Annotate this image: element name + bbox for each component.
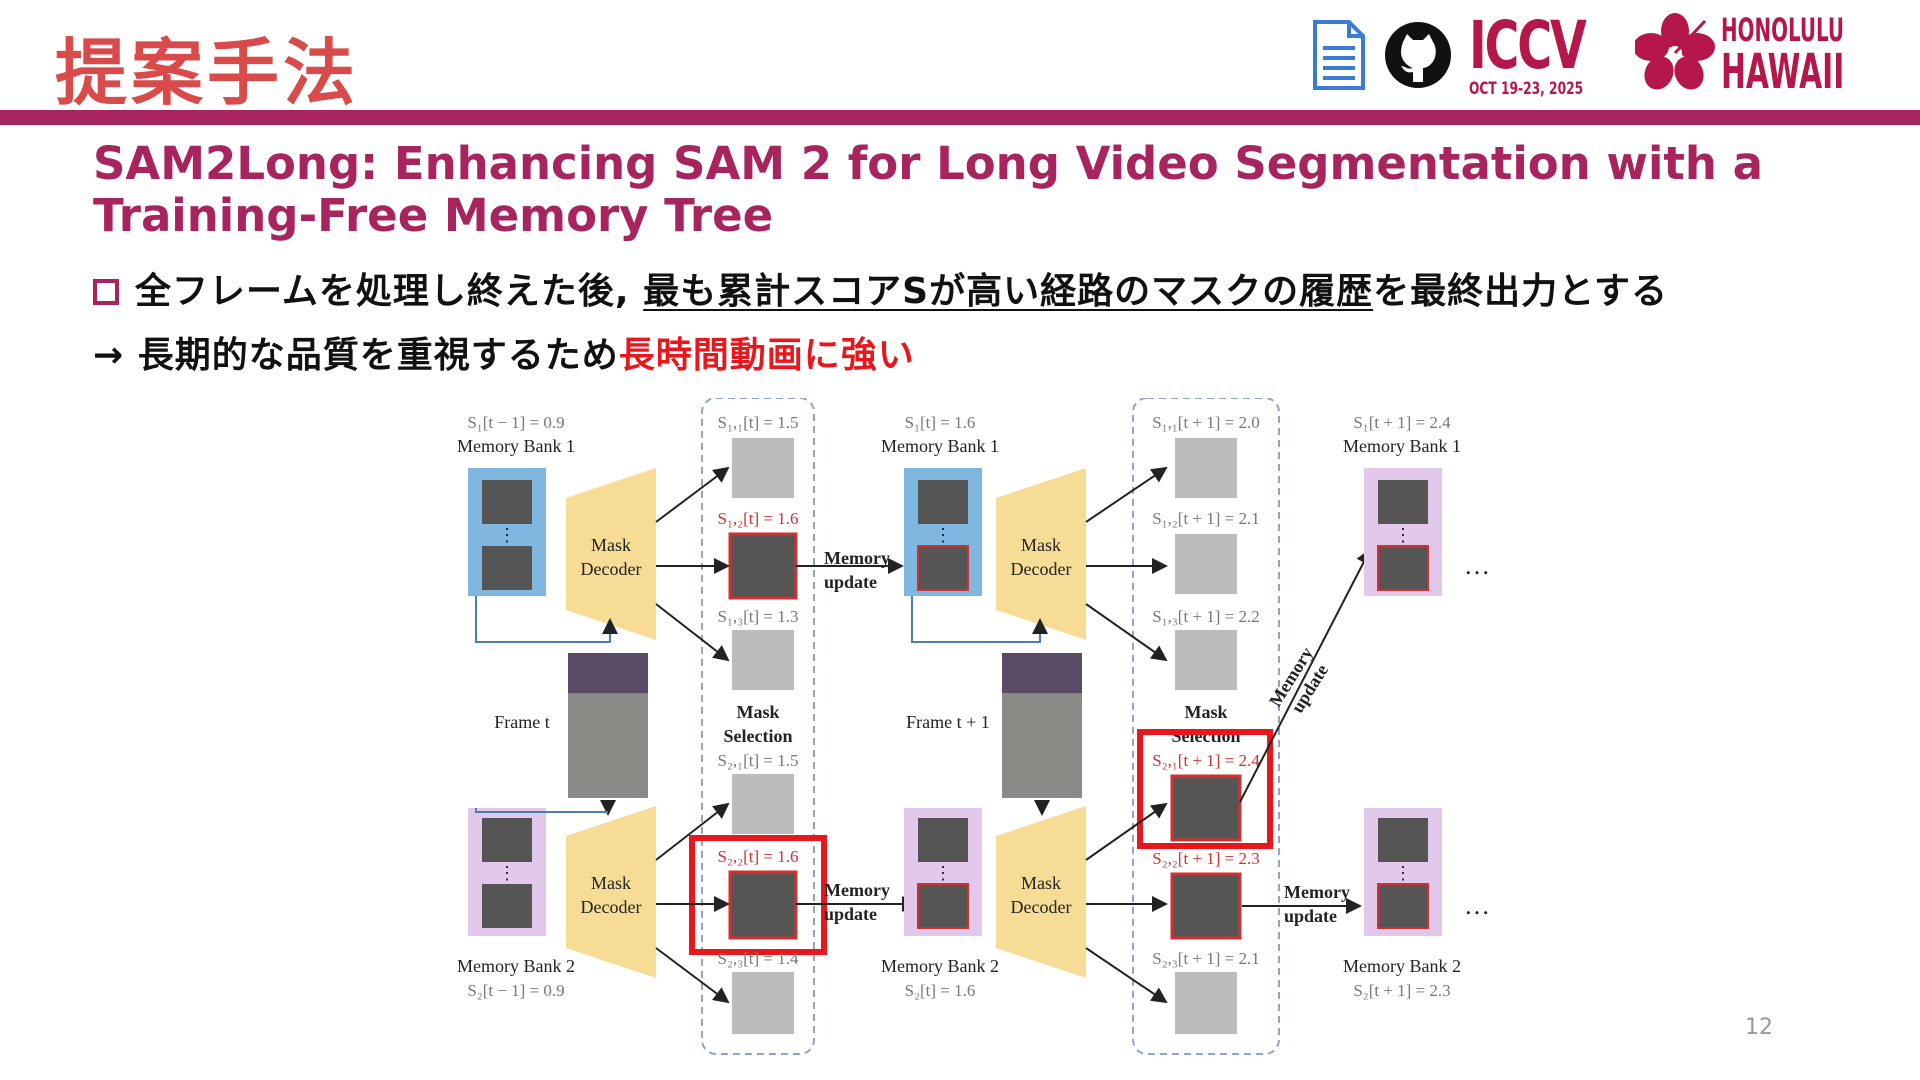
mask-candidate-selected (1172, 874, 1240, 938)
bullet-line-2: → 長期的な品質を重視するため長時間動画に強い (93, 326, 915, 378)
bank-frame-thumbnail (1378, 884, 1428, 928)
bank-frame-thumbnail (918, 818, 968, 862)
memory-bank-2-label: Memory Bank 2 (1343, 956, 1461, 976)
mask-decoder-2-label-b: Decoder (1011, 897, 1072, 917)
memory-update-label-a: Memory (824, 880, 890, 900)
memory-bank-2-label: Memory Bank 2 (881, 956, 999, 976)
header-logos: ICCV OCT 19-23, 2025 HONOLULU HAWAII (1311, 10, 1920, 100)
mask-candidate (732, 630, 794, 690)
memory-bank-1-label: Memory Bank 1 (881, 436, 999, 456)
score-s21-t: S₂,₁[t] = 1.5 (718, 751, 799, 770)
bullet-line-1: 全フレームを処理し終えた後, 最も累計スコアSが高い経路のマスクの履歴を最終出力… (93, 262, 1668, 314)
github-icon[interactable] (1383, 20, 1453, 90)
vertical-ellipsis: ⋮ (1394, 863, 1412, 883)
mask-selection-label-a: Mask (736, 702, 779, 722)
memory-update-label-a: Memory (1284, 882, 1350, 902)
score-s22-t1: S₂,₂[t + 1] = 2.3 (1152, 849, 1260, 868)
score-s1-t1: S₁[t + 1] = 2.4 (1353, 413, 1451, 432)
iccv-logo: ICCV OCT 19-23, 2025 HONOLULU HAWAII (1469, 13, 1920, 98)
score-s12-t: S₁,₂[t] = 1.6 (718, 509, 799, 528)
page-number: 12 (1745, 1015, 1773, 1040)
mask-candidate (732, 438, 794, 498)
mask-candidate-selected (730, 534, 796, 598)
iccv-logo-dates: OCT 19-23, 2025 (1469, 81, 1583, 98)
score-s11-t1: S₁,₁[t + 1] = 2.0 (1152, 413, 1260, 432)
score-s2-tm1: S₂[t − 1] = 0.9 (467, 981, 564, 1000)
mask-selection-label-b: Selection (724, 726, 793, 746)
iccv-logo-state: HAWAII (1721, 48, 1844, 96)
bank-frame-thumbnail (1378, 546, 1428, 590)
bank-frame-thumbnail (918, 546, 968, 590)
memory-update-label-b: update (824, 904, 877, 924)
mask-candidate-selected (730, 872, 796, 938)
continuation-ellipsis: … (1464, 551, 1490, 580)
vertical-ellipsis: ⋮ (1394, 525, 1412, 545)
score-s13-t: S₁,₃[t] = 1.3 (718, 607, 799, 626)
score-s23-t1: S₂,₃[t + 1] = 2.1 (1152, 949, 1260, 968)
bank-frame-thumbnail (482, 884, 532, 928)
vertical-ellipsis: ⋮ (498, 863, 516, 883)
mask-candidate-selected (1172, 776, 1240, 840)
score-s21-t1: S₂,₁[t + 1] = 2.4 (1152, 751, 1260, 770)
mask-decoder-1-label-b: Decoder (581, 559, 642, 579)
continuation-ellipsis: … (1464, 891, 1490, 920)
bank-frame-thumbnail (918, 884, 968, 928)
mask-decoder-1-label-a: Mask (591, 535, 631, 555)
memory-bank-2-label: Memory Bank 2 (457, 956, 575, 976)
memory-bank-1-label: Memory Bank 1 (1343, 436, 1461, 456)
bullet1-post: を最終出力とする (1373, 271, 1668, 312)
bullet2-pre: → 長期的な品質を重視するため (93, 335, 619, 376)
bank-frame-thumbnail (482, 818, 532, 862)
score-s1-t: S₁[t] = 1.6 (905, 413, 976, 432)
bank-frame-thumbnail (482, 546, 532, 590)
bank-frame-thumbnail (1378, 480, 1428, 524)
mask-decoder-2-label-a: Mask (591, 873, 631, 893)
mask-selection-label-a: Mask (1184, 702, 1227, 722)
memory-bank-1-label: Memory Bank 1 (457, 436, 575, 456)
vertical-ellipsis: ⋮ (498, 525, 516, 545)
header-divider (0, 110, 1920, 125)
slide-title: 提案手法 (55, 14, 359, 119)
bullet1-underlined: 最も累計スコアSが高い経路のマスクの履歴 (643, 271, 1373, 312)
frame-t1-label: Frame t + 1 (906, 712, 990, 732)
memory-update-label-b: update (824, 572, 877, 592)
mask-candidate (1175, 630, 1237, 690)
bullet2-emphasis: 長時間動画に強い (619, 335, 915, 376)
memory-update-label-b: update (1284, 906, 1337, 926)
mask-candidate (1175, 972, 1237, 1034)
mask-decoder-2-label-b: Decoder (581, 897, 642, 917)
mask-candidate (732, 774, 794, 834)
bank-frame-thumbnail (1378, 818, 1428, 862)
mask-decoder-2-label-a: Mask (1021, 873, 1061, 893)
document-icon[interactable] (1311, 20, 1367, 90)
score-s1-tm1: S₁[t − 1] = 0.9 (467, 413, 564, 432)
memory-tree-figure: S₁[t − 1] = 0.9 Memory Bank 1 ⋮ ⋮ Memory… (440, 398, 1500, 1058)
checkbox-bullet-icon (93, 279, 119, 305)
bank-frame-thumbnail (482, 480, 532, 524)
score-s12-t1: S₁,₂[t + 1] = 2.1 (1152, 509, 1260, 528)
iccv-logo-text: ICCV (1469, 13, 1585, 79)
mask-decoder-1-label-a: Mask (1021, 535, 1061, 555)
bullet1-pre: 全フレームを処理し終えた後, (135, 271, 643, 312)
vertical-ellipsis: ⋮ (934, 525, 952, 545)
mask-candidate (1175, 534, 1237, 594)
iccv-logo-city: HONOLULU (1721, 14, 1844, 46)
mask-decoder-1-label-b: Decoder (1011, 559, 1072, 579)
score-s22-t: S₂,₂[t] = 1.6 (718, 847, 799, 866)
frame-t-label: Frame t (494, 712, 550, 732)
score-s13-t1: S₁,₃[t + 1] = 2.2 (1152, 607, 1260, 626)
bank-frame-thumbnail (918, 480, 968, 524)
score-s2-t1: S₂[t + 1] = 2.3 (1353, 981, 1450, 1000)
mask-candidate (1175, 438, 1237, 498)
score-s2-t: S₂[t] = 1.6 (905, 981, 976, 1000)
hibiscus-icon (1635, 13, 1715, 97)
paper-title: SAM2Long: Enhancing SAM 2 for Long Video… (93, 138, 1873, 242)
mask-candidate (732, 972, 794, 1034)
score-s11-t: S₁,₁[t] = 1.5 (718, 413, 799, 432)
score-s23-t: S₂,₃[t] = 1.4 (718, 949, 799, 968)
vertical-ellipsis: ⋮ (934, 863, 952, 883)
